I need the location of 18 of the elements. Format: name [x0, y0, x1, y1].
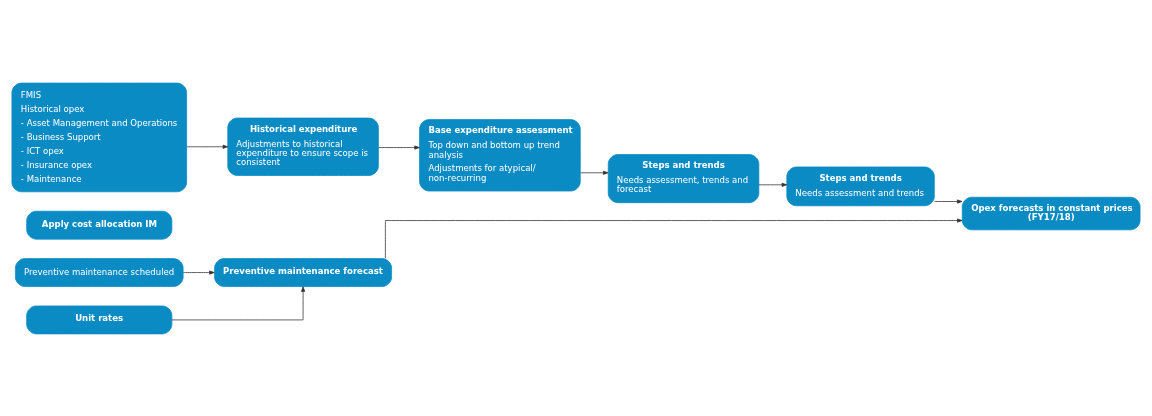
node-box: Historical expenditure Adjustments to historical expenditure to ensure scope is consistent [227, 117, 379, 176]
arrow [171, 285, 306, 320]
node-box: Opex forecasts in constant prices (FY17/18) [961, 196, 1141, 230]
arrow [580, 170, 609, 175]
node-box: Preventive maintenance forecast [214, 257, 392, 287]
arrow [378, 145, 420, 150]
arrow [182, 270, 215, 275]
arrow [186, 144, 229, 149]
arrow [758, 182, 788, 187]
node-box: Unit rates [26, 305, 173, 334]
arrow [934, 199, 963, 204]
arrow [385, 218, 963, 259]
node-box: Base expenditure assessment Top down and bottom up trend analysis Adjustments for atypical/ non-recurring [419, 118, 581, 191]
node-box: FMIS Historical opex - Asset Management and Operations - Business Support - ICT opex - Insurance opex - Maintenance [11, 82, 187, 192]
node-box: Preventive maintenance scheduled [15, 257, 184, 287]
node-box: Apply cost allocation IM [26, 210, 173, 240]
node-box: Steps and trends Needs assessment, trends and forecast [607, 153, 760, 203]
node-box: Steps and trends Needs assessment and trends [786, 166, 935, 206]
